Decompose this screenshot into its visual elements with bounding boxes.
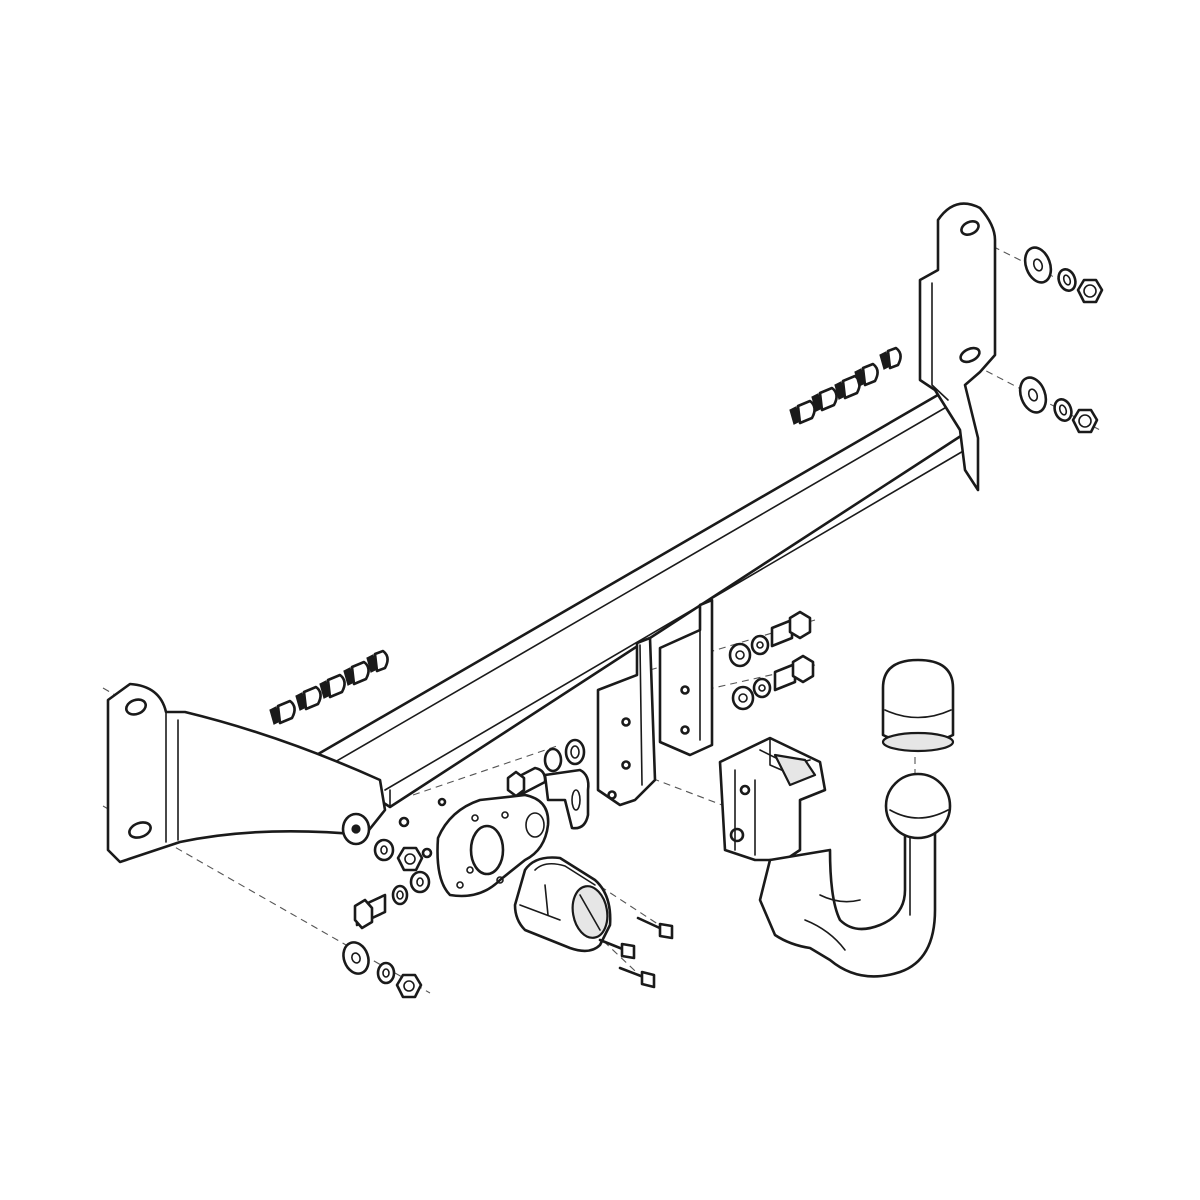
right-mounting-bracket <box>918 202 997 492</box>
cable-clips-left <box>269 649 389 725</box>
right-fasteners <box>1018 246 1104 434</box>
cable-clips-right <box>789 346 902 425</box>
ball-cover-cap <box>881 658 955 753</box>
left-mounting-bracket <box>106 682 387 864</box>
socket-plate <box>436 793 550 898</box>
socket-bracket <box>506 738 590 830</box>
left-fasteners <box>342 797 447 999</box>
center-fasteners <box>728 610 815 711</box>
tow-ball <box>884 772 952 840</box>
tow-ball-neck <box>758 828 937 978</box>
socket-screws <box>598 916 674 989</box>
center-brackets <box>596 598 714 807</box>
electrical-socket <box>513 856 612 953</box>
receiver-housing <box>718 736 827 862</box>
